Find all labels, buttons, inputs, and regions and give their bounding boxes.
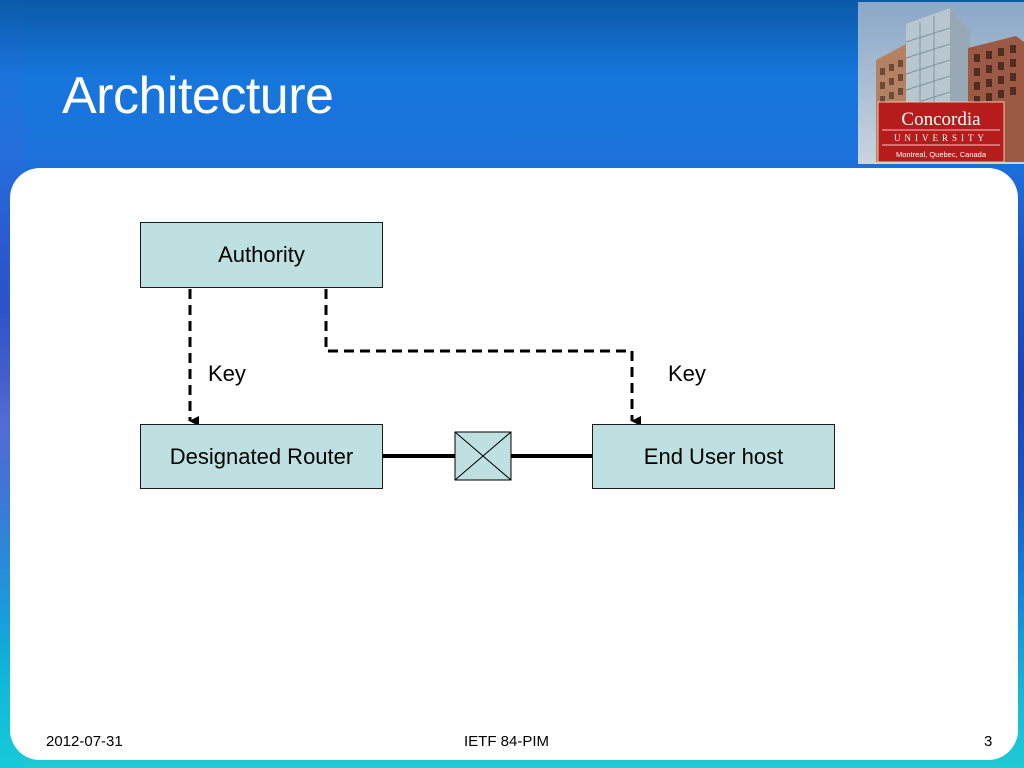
footer-event: IETF 84-PIM	[464, 733, 550, 750]
key-label-right: Key	[668, 361, 706, 386]
key-arrow-to-host	[324, 289, 641, 426]
slide-title: Architecture	[62, 67, 334, 125]
logo-location-text: Montreal, Quebec, Canada	[896, 150, 987, 159]
university-logo: Concordia UNIVERSITY Montreal, Quebec, C…	[858, 2, 1024, 164]
end-user-host-node: End User host	[592, 424, 835, 489]
designated-router-label: Designated Router	[169, 443, 354, 469]
authority-label: Authority	[218, 242, 305, 267]
footer-page-number: 3	[984, 733, 993, 750]
designated-router-node: Designated Router	[140, 424, 383, 489]
logo-image: Concordia UNIVERSITY Montreal, Quebec, C…	[858, 2, 1024, 164]
key-label-left: Key	[208, 361, 246, 386]
logo-name-text: Concordia	[901, 109, 981, 130]
end-user-host-label: End User host	[643, 443, 784, 469]
firewall-node	[454, 431, 512, 481]
logo-subtitle-text: UNIVERSITY	[894, 133, 988, 143]
footer-date: 2012-07-31	[46, 733, 123, 750]
authority-node: Authority	[140, 222, 383, 288]
